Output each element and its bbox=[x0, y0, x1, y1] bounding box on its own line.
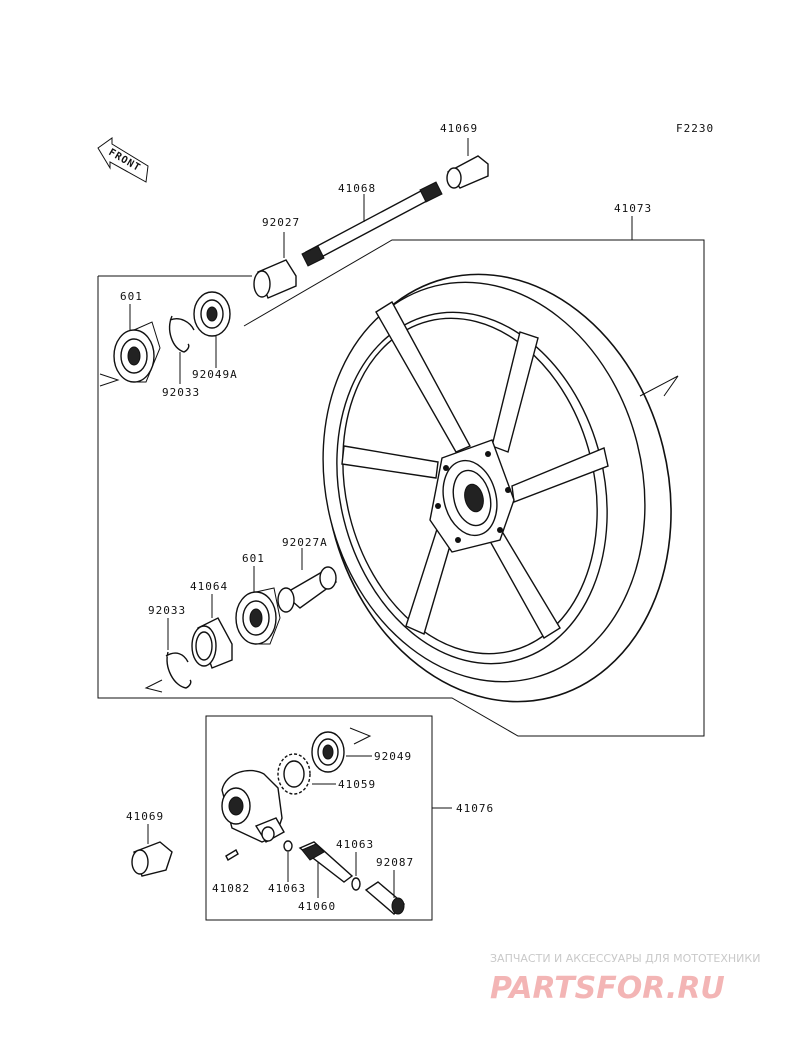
watermark-logo: PARTSFOR.RU bbox=[490, 971, 725, 1006]
label-41069-lower: 41069 bbox=[126, 810, 164, 823]
bearing-left bbox=[113, 321, 161, 383]
label-41069-top: 41069 bbox=[440, 122, 478, 135]
washer-b bbox=[351, 877, 361, 891]
label-601-left: 601 bbox=[120, 290, 143, 303]
spacer-right bbox=[191, 617, 233, 669]
label-92087: 92087 bbox=[376, 856, 414, 869]
label-92033-right: 92033 bbox=[148, 604, 186, 617]
label-41063-a: 41063 bbox=[268, 882, 306, 895]
collar-left bbox=[253, 259, 297, 299]
axle-nut-top bbox=[446, 155, 489, 189]
axle bbox=[301, 181, 443, 267]
front-arrow-icon: FRONT bbox=[97, 137, 149, 183]
label-41068: 41068 bbox=[338, 182, 376, 195]
wheel-hub bbox=[429, 439, 515, 553]
label-92049A: 92049A bbox=[192, 368, 238, 381]
circlip-right bbox=[165, 651, 192, 689]
label-92033-left: 92033 bbox=[162, 386, 200, 399]
label-92027: 92027 bbox=[262, 216, 300, 229]
label-41063-b: 41063 bbox=[336, 838, 374, 851]
wheel-bracket bbox=[97, 239, 705, 737]
bushing bbox=[364, 881, 406, 915]
axle-nut-lower bbox=[131, 841, 173, 877]
bearing-right bbox=[235, 587, 281, 645]
pin bbox=[225, 849, 239, 861]
gear-housing bbox=[221, 769, 285, 843]
pinion bbox=[298, 841, 354, 883]
label-92027A: 92027A bbox=[282, 536, 328, 549]
label-41082: 41082 bbox=[212, 882, 250, 895]
oil-seal-left bbox=[193, 291, 231, 337]
oil-seal-gear bbox=[311, 731, 345, 773]
speedo-bracket bbox=[205, 715, 433, 921]
label-41060: 41060 bbox=[298, 900, 336, 913]
label-41059: 41059 bbox=[338, 778, 376, 791]
label-92049: 92049 bbox=[374, 750, 412, 763]
speedo-gear bbox=[277, 753, 311, 795]
label-601-right: 601 bbox=[242, 552, 265, 565]
washer-a bbox=[283, 840, 293, 852]
collar-center bbox=[277, 566, 338, 613]
circlip-left bbox=[168, 315, 195, 353]
wheel bbox=[322, 273, 672, 703]
label-41076: 41076 bbox=[456, 802, 494, 815]
label-41064: 41064 bbox=[190, 580, 228, 593]
watermark-text: ЗАПЧАСТИ И АКСЕССУАРЫ ДЛЯ МОТОТЕХНИКИ bbox=[490, 952, 760, 965]
label-41073: 41073 bbox=[614, 202, 652, 215]
figure-code: F2230 bbox=[676, 122, 714, 135]
wheel-spokes bbox=[341, 301, 609, 639]
